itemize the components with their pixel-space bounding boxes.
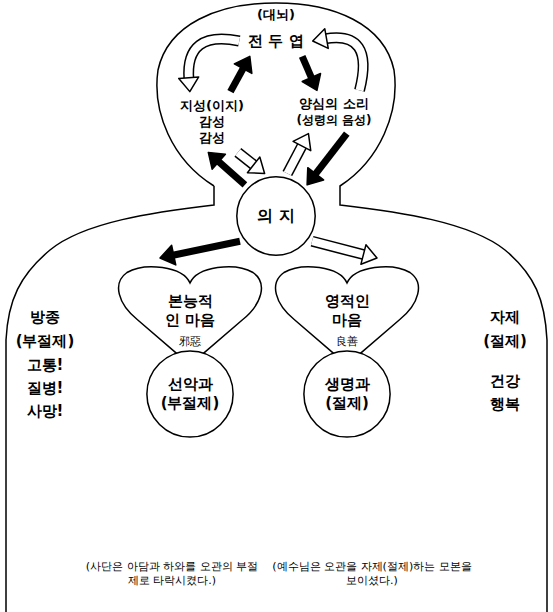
will-circle: 의 지 [236,176,316,256]
arrow-shaft [230,67,244,92]
arrow-shaft-outline [312,241,365,255]
node-subtext: 良善 [336,335,358,349]
node-subtext: 감성 [180,130,244,146]
arrow-shaft-fill [189,39,240,80]
side-label: 고통! [27,356,64,376]
arrow-shaft [172,241,240,255]
arrow-shaft [217,160,245,185]
frontal-lobe: 전 두 엽 [243,30,308,53]
arrow-head [313,29,329,49]
head-and-body-outline [6,3,547,612]
side-label: 질병! [27,379,64,399]
arrow-shaft-outline [287,144,302,173]
node-text: 본능적 인 마음 [159,292,221,330]
arrow-shaft [302,56,312,79]
hollow-arrow [287,134,310,174]
node-text: 생명과 (절제) [311,375,383,413]
node-subtext: 감성 [180,114,244,130]
intellect-block: 지성(이지)감성감성 [175,96,249,149]
side-label: 방종 [30,308,60,328]
arrow-shaft-outline [325,38,364,91]
brain-label: (대뇌) [257,7,295,24]
node-text: 전 두 엽 [248,32,303,51]
hollow-arrow [313,29,363,91]
side-label: 행복 [490,395,520,415]
arrow-head [234,56,252,73]
arrow-head [179,77,199,92]
node-text: 영적인 마음 [319,292,375,330]
side-label: (부절제) [16,332,75,352]
arrow-head [208,152,225,169]
hollow-arrow [179,39,240,92]
arrow-head [361,245,377,264]
solid-arrow [307,134,347,185]
arrow-shaft-fill [312,241,365,255]
hollow-arrow [238,152,265,173]
circle-shape [147,351,233,437]
solid-arrow [160,241,240,265]
arrow-shaft-outline [189,39,240,80]
fruit-circle: 생명과 (절제) [303,350,391,438]
node-text: 의 지 [246,206,306,226]
circle-shape [304,351,390,437]
conscience-block: 양심의 소리(성령의 음성) [291,94,376,129]
arrow-shaft-fill [325,38,364,91]
note-text: (예수님은 오관을 자제(절제)하는 모본을 보이셨다.) [272,560,472,589]
side-label: 사망! [27,402,64,422]
fruit-circle: 선악과 (부절제) [146,350,234,438]
arrow-head [302,74,320,91]
arrow-head [247,157,264,174]
arrow-head [293,134,311,151]
node-subtext: 邪惡 [179,335,201,349]
arrow-shaft [314,134,346,176]
side-label: (절제) [483,332,527,352]
note-text: (사단은 아담과 하와를 오관의 부절제로 타락시켰다.) [82,560,262,589]
node-text: 지성(이지) [180,98,244,114]
solid-arrow [302,56,320,90]
solid-arrow [230,56,251,91]
arrow-head [160,245,176,265]
side-label: 자제 [490,308,520,328]
arrow-shaft-outline [238,152,255,166]
side-label: 건강 [490,372,520,392]
arrow-shaft-fill [287,144,302,173]
arrow-shaft-fill [238,152,255,166]
node-subtext: (성령의 음성) [296,113,371,128]
arrow-head [307,168,323,185]
node-text: 선악과 (부절제) [154,375,226,413]
node-text: 양심의 소리 [296,96,371,112]
circle-shape [237,177,315,255]
hollow-arrow [312,241,377,264]
